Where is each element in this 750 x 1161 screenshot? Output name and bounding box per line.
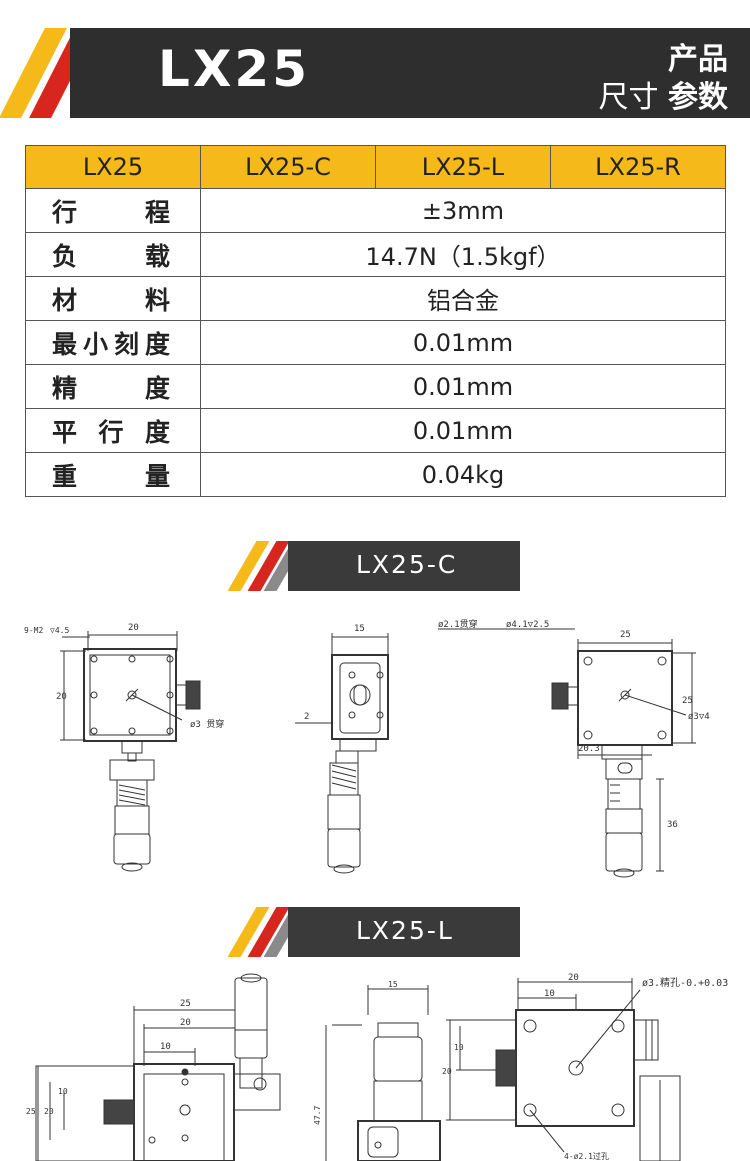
drawing-c-front: 9-M2 ▽4.5 20 20 ø3 贯穿 <box>24 623 224 872</box>
spec-value: 0.01mm <box>200 364 726 409</box>
c-side-dim-small: 2 <box>304 712 309 722</box>
header-subtitle-params: 参数 <box>668 80 728 115</box>
spec-value: 铝合金 <box>200 276 726 321</box>
header-background <box>70 28 750 118</box>
drawing-c-back: ø2.1贯穿 ø4.1▽2.5 25 25 ø3▽4 20.3 36 <box>438 618 710 878</box>
l-back-dim-v10: 10 <box>454 1043 464 1052</box>
l-back-dim-20: 20 <box>568 973 579 983</box>
c-back-note-thru: ø2.1贯穿 <box>438 618 478 630</box>
header-subtitle-line1: 产品 <box>668 42 728 77</box>
l-back-dim-10: 10 <box>544 989 555 999</box>
drawing-l-front: 25 20 10 25 20 10 <box>26 973 281 1161</box>
spec-value: 0.04kg <box>200 452 726 497</box>
section-background <box>288 907 520 957</box>
l-back-dim-v20: 20 <box>442 1067 452 1076</box>
section-header-c: LX25-C <box>227 541 520 591</box>
c-back-hole: ø3▽4 <box>688 712 710 722</box>
spec-label: 材料 <box>25 276 201 321</box>
l-side-dim-w: 15 <box>388 980 398 989</box>
spec-label: 最小刻度 <box>25 320 201 365</box>
c-back-note-counterbore: ø4.1▽2.5 <box>506 620 549 630</box>
section-title: LX25-C <box>356 550 458 579</box>
spec-label: 重量 <box>25 452 201 497</box>
c-back-dim-w: 25 <box>620 630 631 640</box>
spec-row-stroke: 行程±3mm <box>25 188 726 233</box>
section-background <box>288 541 520 591</box>
l-front-dim-v20: 20 <box>44 1107 54 1116</box>
spec-value: 0.01mm <box>200 320 726 365</box>
spec-header-cell: LX25-R <box>550 145 726 189</box>
l-front-dim-20: 20 <box>180 1018 191 1028</box>
l-back-holes: 4-ø2.1过孔 <box>564 1151 609 1161</box>
c-back-dim-b: 20.3 <box>578 744 600 754</box>
spec-table-header-row: LX25 LX25-C LX25-L LX25-R <box>25 145 726 189</box>
spec-value: ±3mm <box>200 188 726 233</box>
l-front-dim-v10: 10 <box>58 1087 68 1096</box>
header-banner: LX25 产品 尺寸 参数 <box>0 28 750 118</box>
spec-label: 精度 <box>25 364 201 409</box>
spec-label: 行程 <box>25 188 201 233</box>
page-title: LX25 <box>158 40 310 98</box>
section-title: LX25-L <box>356 916 454 945</box>
spec-value: 14.7N（1.5kgf） <box>200 232 726 277</box>
spec-value: 0.01mm <box>200 408 726 453</box>
drawing-l-side: 15 47.7 <box>313 980 441 1161</box>
c-side-dim-w: 15 <box>354 624 365 634</box>
c-back-dim-l: 36 <box>667 820 678 830</box>
header-subtitle-size: 尺寸 <box>598 80 659 115</box>
c-front-hole: ø3 贯穿 <box>190 718 224 730</box>
l-front-dim-v25: 25 <box>26 1107 36 1116</box>
drawing-c-side: 15 2 <box>295 624 389 874</box>
l-back-hole: ø3.精孔-0.+0.03 <box>642 976 728 989</box>
l-front-dim-10: 10 <box>160 1042 171 1052</box>
c-front-dim-h: 20 <box>56 692 67 702</box>
c-back-dim-h: 25 <box>682 696 693 706</box>
c-front-note: 9-M2 <box>24 626 43 635</box>
c-front-note-depth: ▽4.5 <box>50 626 69 635</box>
spec-row-material: 材料铝合金 <box>25 276 726 321</box>
spec-label: 平行度 <box>25 408 201 453</box>
spec-header-cell: LX25-L <box>375 145 551 189</box>
l-front-dim-25: 25 <box>180 999 191 1009</box>
l-side-dim-h: 47.7 <box>313 1106 322 1125</box>
spec-header-cell: LX25 <box>25 145 201 189</box>
section-header-l: LX25-L <box>227 907 520 957</box>
spec-label: 负载 <box>25 232 201 277</box>
c-front-dim-w: 20 <box>128 623 139 633</box>
spec-header-cell: LX25-C <box>200 145 376 189</box>
drawing-l-back: 20 10 20 10 ø3.精孔-0.+0.03 4-ø2.1过孔 <box>442 973 728 1161</box>
header-subtitle-line2: 尺寸 参数 <box>598 72 728 116</box>
